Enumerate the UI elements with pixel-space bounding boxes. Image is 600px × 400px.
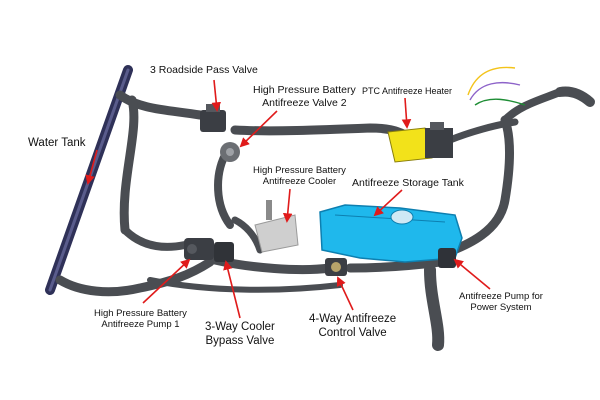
arrow-roadside-pass-valve [211, 79, 222, 112]
arrow-battery-pump-1 [142, 258, 191, 304]
power-pump [438, 248, 456, 268]
coolant-hoses [55, 86, 595, 351]
label-water-tank: Water Tank [28, 137, 86, 149]
storage-tank [319, 204, 463, 263]
battery-pump-1 [184, 238, 214, 260]
arrow-ptc-heater [401, 97, 412, 129]
label-bypass-valve: 3-Way Cooler Bypass Valve [205, 321, 275, 347]
ptc-heater [387, 122, 453, 163]
arrow-power-pump [453, 258, 491, 290]
pointer-arrows [85, 79, 491, 319]
label-storage-tank: Antifreeze Storage Tank [352, 177, 464, 189]
roadside-pass-valve [200, 104, 226, 132]
arrow-battery-valve-2 [239, 110, 278, 148]
label-battery-cooler: High Pressure Battery Antifreeze Cooler [253, 165, 346, 187]
arrow-storage-tank [373, 189, 403, 217]
label-control-valve: 4-Way Antifreeze Control Valve [309, 313, 397, 339]
arrow-bypass-valve [223, 260, 241, 319]
bypass-valve [214, 242, 234, 262]
arrow-control-valve [336, 276, 354, 311]
label-roadside-pass-valve: 3 Roadside Pass Valve [150, 64, 258, 76]
label-battery-valve-2: High Pressure Battery Antifreeze Valve 2 [253, 84, 356, 109]
label-battery-pump-1: High Pressure Battery Antifreeze Pump 1 [94, 308, 187, 330]
label-ptc-heater: PTC Antifreeze Heater [362, 86, 453, 96]
battery-cooler [254, 200, 299, 253]
arrow-battery-cooler [282, 188, 293, 223]
arrow-water-tank [85, 149, 98, 185]
wiring [467, 66, 526, 106]
battery-valve-2 [220, 142, 240, 162]
label-power-pump: Antifreeze Pump for Power System [459, 291, 543, 313]
control-valve [325, 258, 347, 276]
